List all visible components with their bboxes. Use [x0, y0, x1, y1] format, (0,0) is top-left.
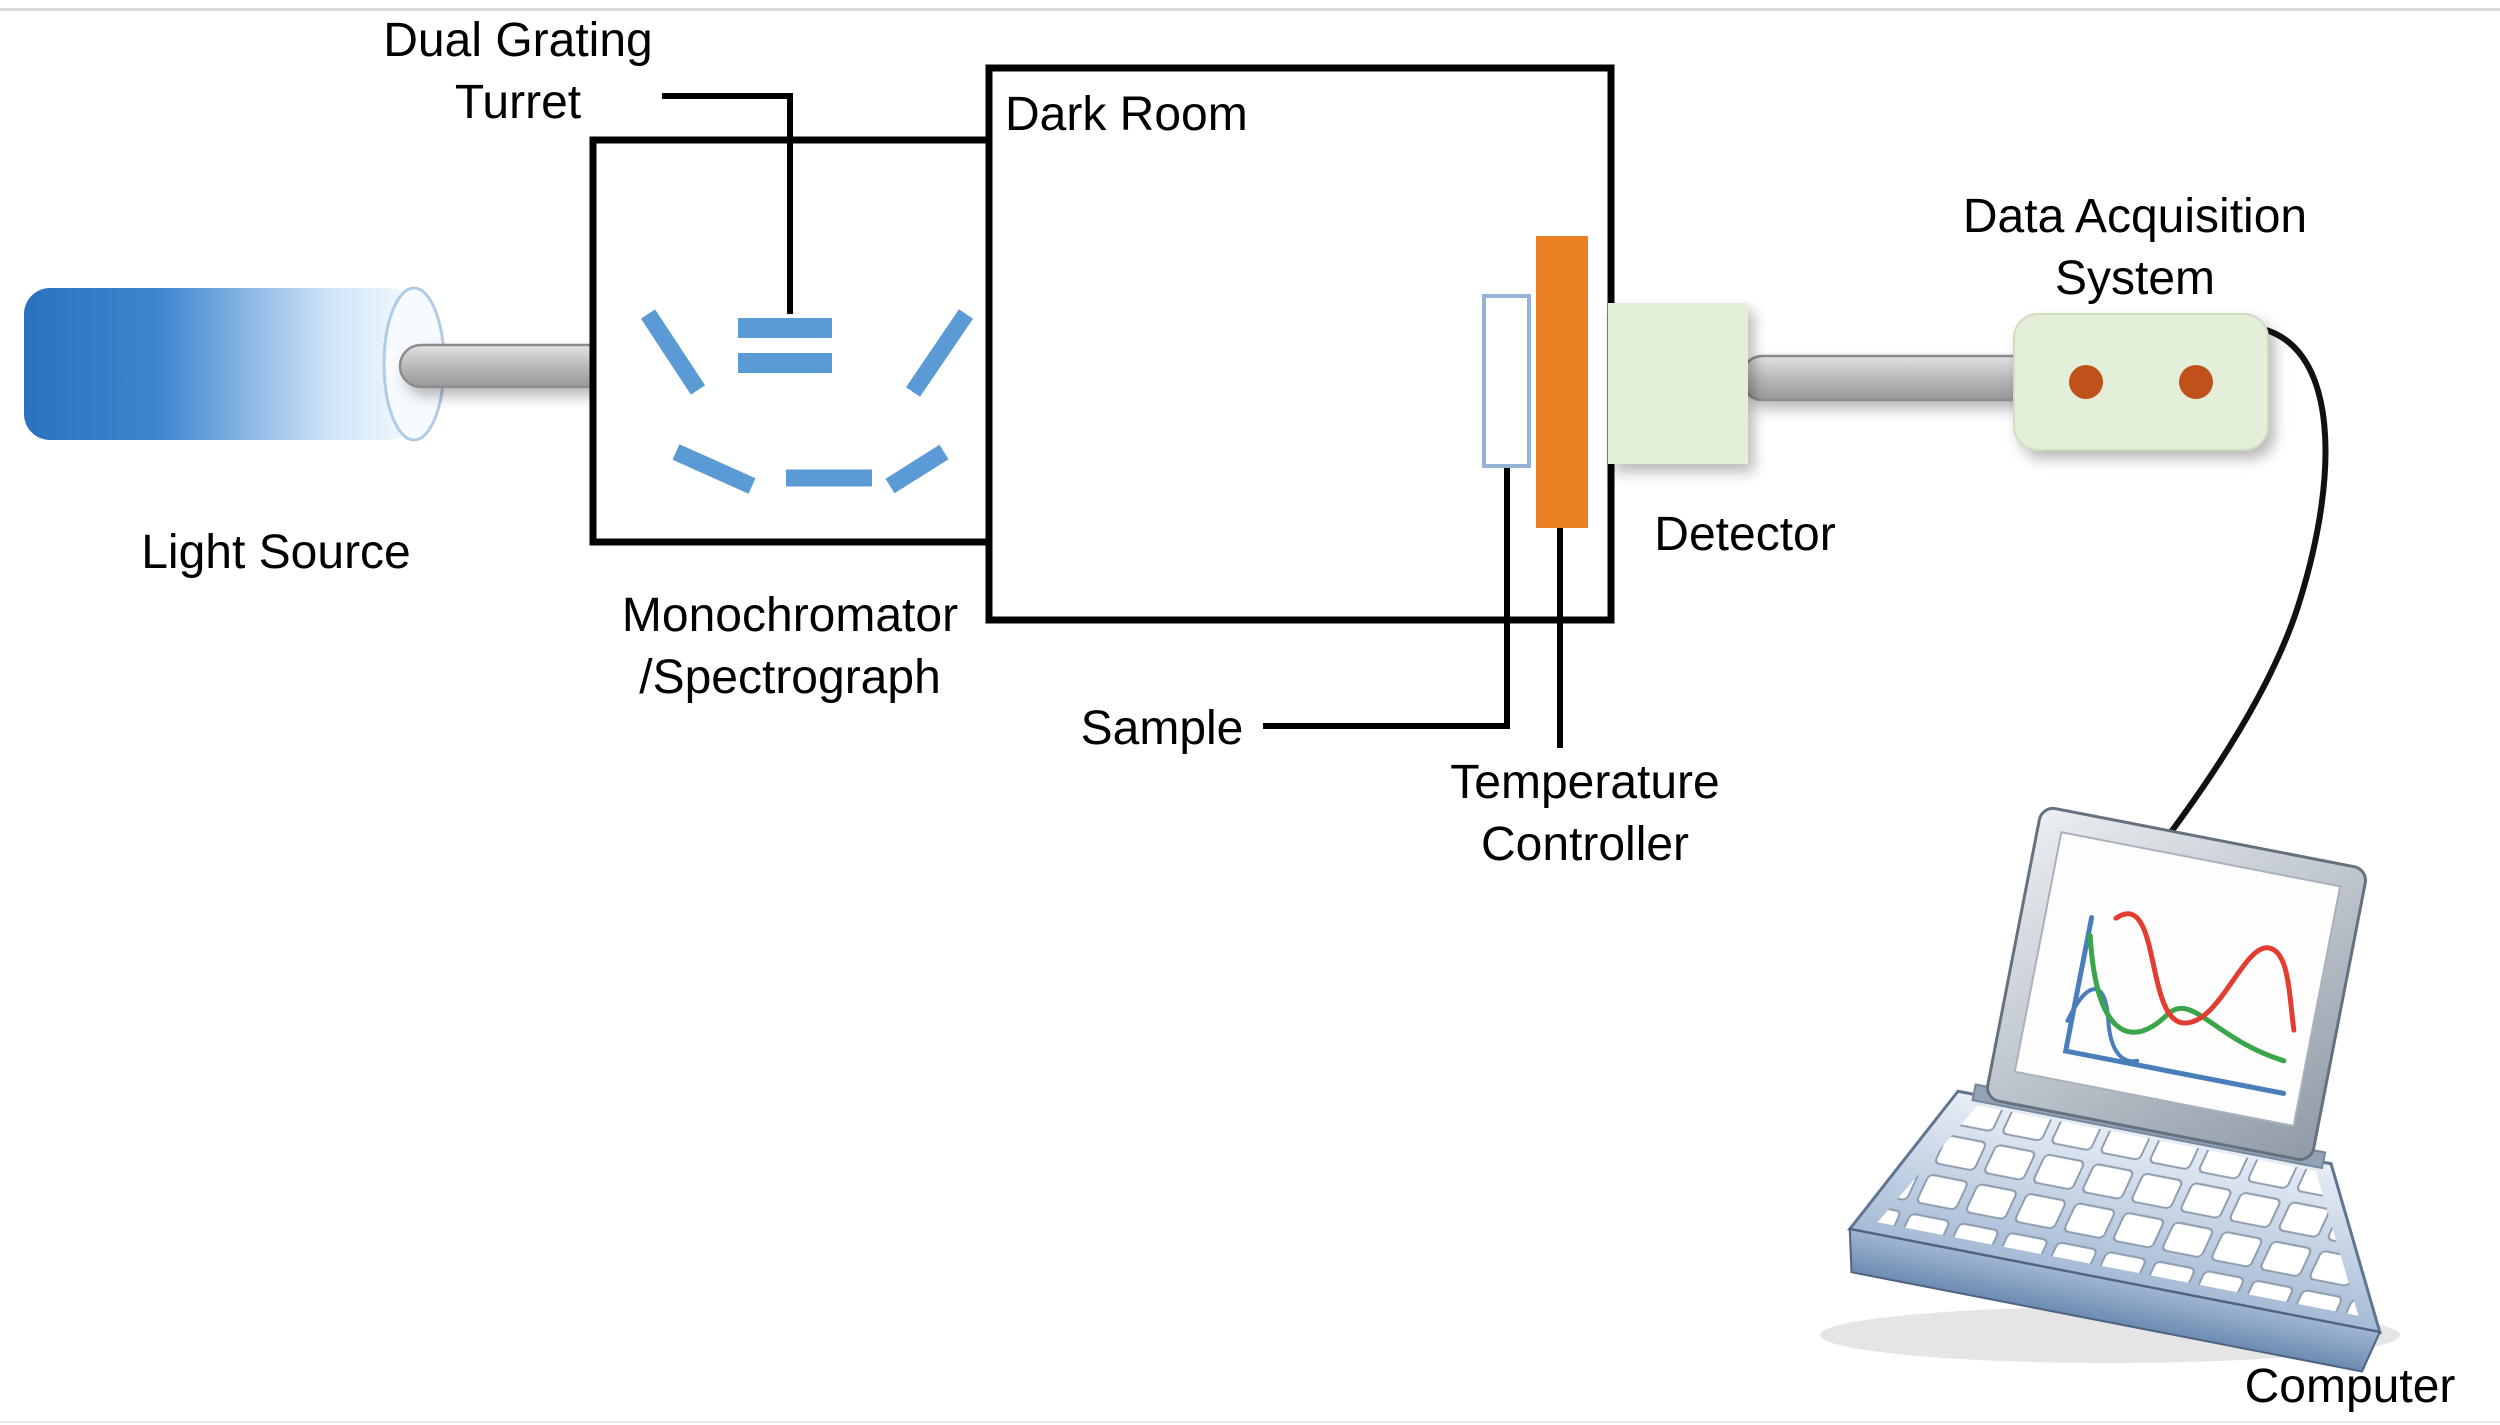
laptop-screen [2013, 831, 2342, 1128]
bottom-border-line [0, 1421, 2500, 1423]
monochromator-label: Monochromator /Spectrograph [550, 585, 1030, 710]
mirror-right-icon [905, 309, 974, 397]
sample-label: Sample [1080, 702, 1244, 755]
grating-bar-top-icon [738, 318, 832, 338]
data-acquisition-system-label: Data Acquisition System [1895, 186, 2375, 311]
mirror-bottom-right-icon [885, 444, 949, 494]
mirror-left-icon [640, 309, 706, 395]
temperature-controller-label-line2: Controller [1480, 818, 1690, 872]
dual-grating-turret-label: Dual Grating Turret [308, 10, 728, 135]
laptop-screen-chart [2062, 911, 2297, 1096]
computer-label: Computer [2244, 1360, 2456, 1413]
daq-port-left-icon [2069, 365, 2103, 399]
light-source-label: Light Source [141, 526, 411, 579]
temperature-controller-label: Temperature Controller [1375, 752, 1795, 877]
chart-red-curve-icon [2113, 911, 2297, 1033]
dual-grating-turret-label-line2: Turret [454, 76, 582, 130]
top-border-line [0, 8, 2500, 11]
monochromator-label-line1: Monochromator [621, 589, 959, 642]
daq-box [2013, 313, 2269, 451]
light-source-body [24, 288, 414, 440]
signal-tube-detector-to-daq [1739, 354, 2035, 402]
detector-label: Detector [1654, 508, 1836, 561]
laptop-front-edge [1848, 1227, 2382, 1373]
sample-pointer-line [1263, 468, 1510, 729]
dark-room-label: Dark Room [1005, 88, 1248, 141]
chart-green-curve-icon [2087, 933, 2287, 1064]
sample-cuvette [1482, 294, 1531, 468]
data-acquisition-system-label-line2: System [2054, 252, 2216, 306]
temperature-controller-plate [1536, 236, 1588, 528]
mirror-bottom-left-icon [672, 444, 756, 494]
daq-port-right-icon [2179, 365, 2213, 399]
temperature-controller-label-line1: Temperature [1450, 756, 1720, 809]
computer-laptop [1847, 806, 2382, 1373]
data-acquisition-system [2013, 313, 2269, 451]
grating-bar-bottom-icon [738, 353, 832, 373]
data-acquisition-system-label-line1: Data Acquisition [1962, 190, 2308, 243]
monochromator-label-line2: /Spectrograph [639, 651, 941, 705]
light-source [24, 286, 446, 442]
laptop-keys [1877, 1105, 2359, 1316]
monochromator-optics [640, 309, 974, 494]
dual-grating-turret-label-line1: Dual Grating [383, 14, 653, 67]
detector-box [1608, 303, 1748, 464]
chart-axes-icon [2062, 915, 2287, 1096]
beam-tube-source-to-monochromator [398, 343, 614, 389]
dual-grating-turret-pointer-line [662, 93, 793, 314]
